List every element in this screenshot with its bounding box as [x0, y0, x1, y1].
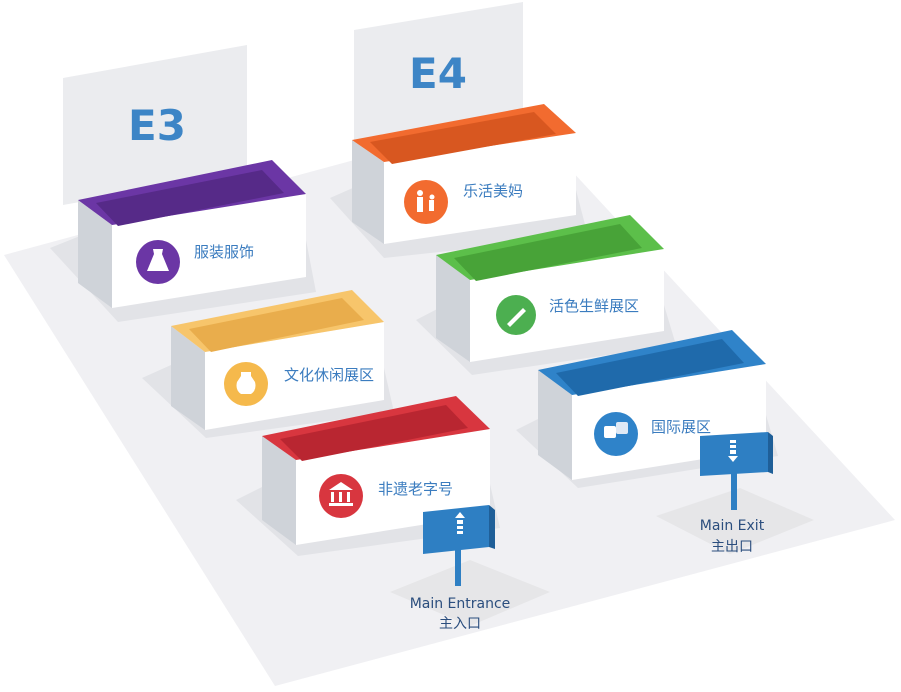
arrow-down-icon — [728, 440, 738, 462]
zone-culture[interactable]: 文化休闲展区 — [142, 290, 394, 438]
main-exit-sign[interactable]: Main Exit 主出口 — [656, 432, 814, 555]
zone-label-culture: 文化休闲展区 — [284, 366, 374, 384]
main-entrance-sign[interactable]: Main Entrance 主入口 — [390, 505, 550, 632]
entrance-label-cn: 主入口 — [439, 616, 481, 632]
hall-label-e4: E4 — [409, 49, 467, 98]
exit-label-en: Main Exit — [700, 518, 765, 534]
mother-child-icon — [404, 180, 448, 224]
entrance-label-en: Main Entrance — [410, 596, 511, 612]
arrow-up-icon — [455, 512, 465, 534]
hall-sign-e4: E4 — [354, 2, 523, 148]
hall-sign-e3: E3 — [63, 45, 247, 205]
zone-label-lifestyle: 乐活美妈 — [463, 182, 523, 200]
zone-label-fresh: 活色生鲜展区 — [549, 297, 639, 315]
zone-label-international: 国际展区 — [651, 418, 711, 436]
exit-label-cn: 主出口 — [711, 539, 753, 555]
zone-label-fashion: 服装服饰 — [194, 243, 254, 261]
zone-fresh[interactable]: 活色生鲜展区 — [416, 215, 676, 375]
zone-label-heritage: 非遗老字号 — [378, 480, 453, 498]
zone-fashion[interactable]: 服装服饰 — [50, 160, 316, 322]
hall-label-e3: E3 — [128, 101, 186, 150]
